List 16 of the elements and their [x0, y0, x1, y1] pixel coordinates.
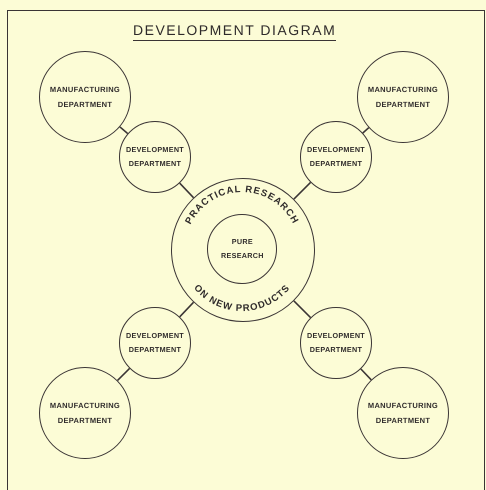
- circle-node: [357, 367, 449, 459]
- diagram-title: DEVELOPMENT DIAGRAM: [133, 22, 336, 41]
- circle-node: [39, 51, 131, 143]
- circle-node: [300, 307, 372, 379]
- connector-line: [119, 126, 128, 134]
- circle-node: [171, 178, 315, 322]
- circle-node: [119, 307, 191, 379]
- circle-node: [357, 51, 449, 143]
- connector-line: [293, 182, 312, 200]
- connector-line: [293, 300, 312, 318]
- circle-node: [300, 121, 372, 193]
- connector-line: [362, 127, 370, 134]
- connector-line: [116, 368, 130, 382]
- connector-line: [360, 368, 372, 380]
- connector-line: [179, 302, 194, 318]
- circle-node: [39, 367, 131, 459]
